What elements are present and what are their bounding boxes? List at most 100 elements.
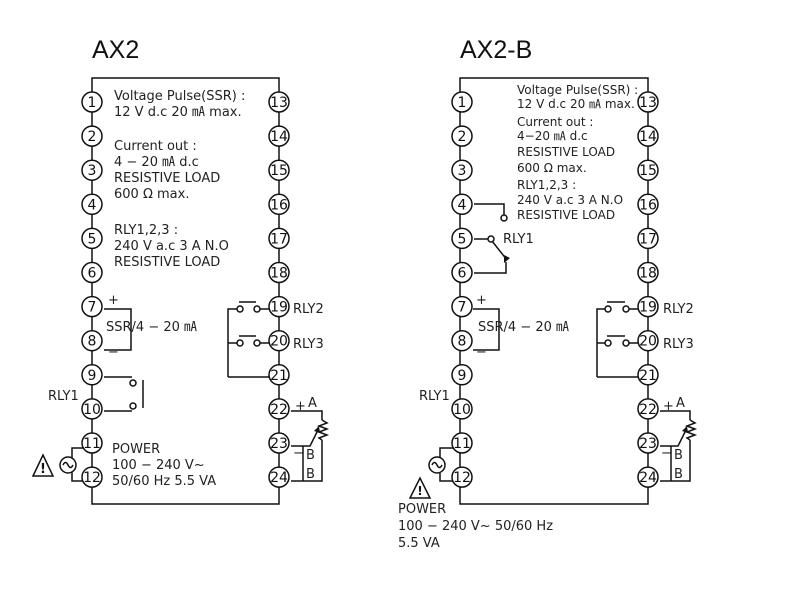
ax2-terminal-label-22: 22 (270, 402, 288, 418)
ax2b-terminal-label-7: 7 (458, 300, 467, 316)
ax2b-terminal-6 (451, 261, 473, 284)
ax2-sensor-a: A (308, 396, 317, 411)
ax2-sensor-minus: − (293, 446, 304, 461)
ax2-terminal-20 (268, 329, 290, 352)
ax2-note-voltage-pulse: Voltage Pulse(SSR) : (114, 89, 245, 104)
ax2b-ssr-label: SSR/4 − 20 ㎃ (478, 320, 569, 335)
ax2-terminal-label-16: 16 (270, 197, 288, 213)
ax2b-terminal-17 (637, 227, 659, 250)
ax2-note-rly: RLY1,2,3 : (114, 223, 178, 238)
ax2-terminal-label-24: 24 (270, 470, 288, 486)
ax2-terminal-label-10: 10 (83, 402, 101, 418)
ax2-terminal-13 (268, 91, 290, 113)
ax2-terminal-17 (268, 227, 290, 250)
ax2b-note-current-range: 4−20 ㎃ d.c (517, 129, 588, 143)
ax2-terminal-23 (268, 432, 290, 454)
ax2b-terminal-2 (451, 125, 473, 147)
ax2-terminal-4 (81, 193, 103, 216)
ax2-terminal-9 (81, 364, 103, 386)
ax2-ssr-label: SSR/4 − 20 ㎃ (106, 320, 197, 335)
ax2-note-600ohm: 600 Ω max. (114, 187, 189, 202)
ax2-terminal-label-17: 17 (270, 231, 288, 247)
ax2b-terminal-label-19: 19 (639, 300, 657, 316)
ax2b-terminal-12 (451, 466, 473, 488)
ax2-terminal-10 (81, 398, 103, 420)
ax2-terminal-label-5: 5 (88, 231, 97, 247)
ax2-power-label: POWER (112, 442, 160, 457)
ax2b-ssr-plus: + (476, 293, 487, 308)
ax2-ssr-plus: + (108, 293, 119, 308)
ax2b-terminal-24 (637, 466, 659, 488)
ax2b-terminal-label-21: 21 (639, 368, 657, 384)
ax2b-terminal-23 (637, 432, 659, 454)
ax2-power-freq: 50/60 Hz 5.5 VA (112, 474, 216, 489)
ax2b-note-resistive-2: RESISTIVE LOAD (517, 208, 615, 222)
ax2b-terminal-label-9: 9 (458, 368, 467, 384)
ax2-note-rly-rating: 240 V a.c 3 A N.O (114, 239, 229, 254)
ax2b-terminal-15 (637, 159, 659, 181)
ax2b-power-rating: 5.5 VA (398, 536, 440, 551)
ax2b-terminal-21 (637, 364, 659, 386)
ax2b-sensor-b1: B (674, 448, 683, 463)
ax2b-warning-icon (408, 476, 432, 499)
ax2b-note-current-out: Current out : (517, 115, 593, 129)
ax2b-terminal-9 (451, 364, 473, 386)
ax2b-terminal-18 (637, 261, 659, 284)
ax2-terminal-label-21: 21 (270, 368, 288, 384)
ax2-rly2-label: RLY2 (293, 302, 324, 317)
ax2b-rly1-label: RLY1 (419, 389, 450, 404)
ax2-note-current-out: Current out : (114, 139, 197, 154)
ax2b-terminal-label-12: 12 (453, 470, 471, 486)
ax2b-terminal-label-23: 23 (639, 436, 657, 452)
ax2-note-current-range: 4 − 20 ㎃ d.c (114, 155, 199, 170)
ax2b-sensor-b2: B (674, 467, 683, 482)
ax2b-terminal-4 (451, 193, 473, 216)
ax2b-terminal-label-2: 2 (458, 129, 467, 145)
ax2-terminal-label-4: 4 (88, 197, 97, 213)
ax2-note-voltage-spec: 12 V d.c 20 ㎃ max. (114, 105, 242, 120)
ax2b-note-voltage-spec: 12 V d.c 20 ㎃ max. (517, 97, 635, 111)
ax2-terminal-22 (268, 398, 290, 420)
ax2b-terminal-19 (637, 295, 659, 318)
ax2-terminal-19 (268, 295, 290, 318)
ax2-housing (91, 77, 280, 505)
ax2b-terminal-label-8: 8 (458, 334, 467, 350)
ax2-ssr-minus: − (108, 345, 119, 360)
ax2b-note-resistive-1: RESISTIVE LOAD (517, 145, 615, 159)
ax2-terminal-12 (81, 466, 103, 488)
ax2b-terminal-7 (451, 295, 473, 318)
ax2-terminal-label-13: 13 (270, 95, 288, 111)
ax2b-terminal-20 (637, 329, 659, 352)
ax2-title: AX2 (92, 36, 139, 64)
ax2-terminal-21 (268, 364, 290, 386)
ax2b-note-600ohm: 600 Ω max. (517, 161, 587, 175)
ax2b-diagram: AX2-B Voltage Pulse(SSR) : 12 V d.c 20 ㎃… (398, 36, 698, 551)
ax2b-rly2-label: RLY2 (663, 302, 694, 317)
ax2b-terminal-label-16: 16 (639, 197, 657, 213)
ax2b-terminal-label-1: 1 (458, 95, 467, 111)
ax2b-terminal-label-13: 13 (639, 95, 657, 111)
ax2-terminal-label-19: 19 (270, 300, 288, 316)
ax2-terminal-label-6: 6 (88, 266, 97, 282)
ax2-terminal-11 (81, 432, 103, 454)
ax2b-rly3-label: RLY3 (663, 337, 694, 352)
ax2-note-resistive-2: RESISTIVE LOAD (114, 255, 220, 270)
ax2b-sensor-plus: + (663, 399, 674, 414)
ax2b-terminal-8 (451, 329, 473, 352)
ax2b-terminal-label-15: 15 (639, 163, 657, 179)
ax2-rly3-label: RLY3 (293, 337, 324, 352)
ax2-terminal-14 (268, 125, 290, 147)
ax2b-terminal-label-14: 14 (639, 129, 657, 145)
ax2b-terminal-11 (451, 432, 473, 454)
ax2-terminal-16 (268, 193, 290, 216)
ax2b-housing (459, 77, 649, 505)
ax2-terminal-label-18: 18 (270, 266, 288, 282)
ax2-terminal-label-3: 3 (88, 163, 97, 179)
ax2-diagram: AX2 Voltage Pulse(SSR) : 12 V d.c 20 ㎃ m… (31, 36, 330, 505)
ax2-terminal-label-9: 9 (88, 368, 97, 384)
ax2b-terminal-3 (451, 159, 473, 181)
ax2-rly1-label: RLY1 (48, 389, 79, 404)
ax2b-title: AX2-B (460, 36, 532, 64)
ax2-terminal-7 (81, 295, 103, 318)
